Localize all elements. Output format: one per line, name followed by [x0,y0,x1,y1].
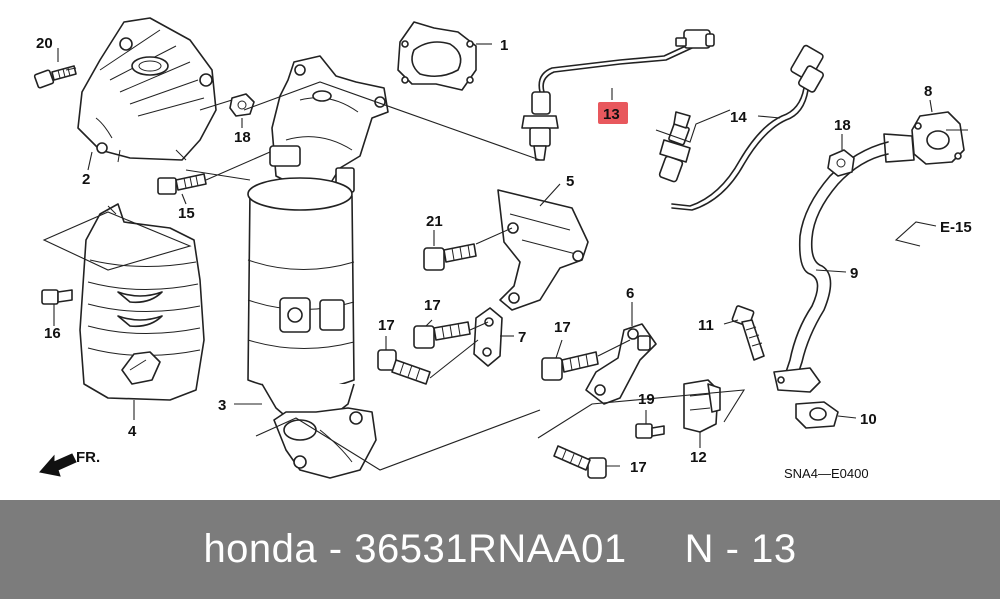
callout-18-a: 18 [234,129,251,146]
bolt-17c [541,351,599,381]
egr-pipe [773,111,965,429]
upper-heat-shield [77,17,217,163]
callout-1: 1 [500,37,508,54]
bracket-7 [473,307,503,367]
callout-9: 9 [850,265,858,282]
bolt-15 [157,173,207,195]
callout-18-b: 18 [834,117,851,134]
highlight-box [598,102,628,124]
nut-18a [229,93,255,117]
part-caption: honda - 36531RNAA01 N - 13 [203,527,797,571]
callout-14: 14 [730,109,747,126]
leader-lines [42,43,968,471]
bolt-17d [553,445,607,479]
front-arrow: FR. [39,449,100,477]
diagram-code: SNA4—E0400 [784,466,869,481]
callout-21: 21 [426,213,443,230]
catalytic-converter [247,55,389,479]
bolt-16 [41,289,73,305]
lower-heat-shield [79,203,205,401]
ref-label-e15: E-15 [940,219,972,236]
bolt-17a [413,321,471,349]
bolt-21 [423,243,477,271]
callout-15: 15 [178,205,195,222]
callout-17-a: 17 [424,297,441,314]
callout-20: 20 [36,35,53,52]
callout-13: 13 [603,106,620,123]
nut-18b [827,149,855,177]
oxygen-sensor-13 [521,29,715,161]
callout-12: 12 [690,449,707,466]
bracket-5 [497,189,589,311]
front-arrow-label: FR. [76,449,100,466]
bolt-19 [635,423,665,439]
bolt-11 [731,305,765,361]
callout-5: 5 [566,173,574,190]
callout-19: 19 [638,391,655,408]
callout-17-d: 17 [630,459,647,476]
callout-17-b: 17 [378,317,395,334]
callout-8: 8 [924,83,932,100]
parts-diagram: 1 2 3 4 5 6 7 8 9 10 11 12 13 14 15 16 1… [33,17,972,481]
footer-bar: honda - 36531RNAA01 N - 13 [0,500,1000,599]
callout-10: 10 [860,411,877,428]
callout-16: 16 [44,325,61,342]
callout-labels: 1 2 3 4 5 6 7 8 9 10 11 12 13 14 15 16 1… [36,35,972,476]
gasket-1 [397,21,477,91]
callout-11: 11 [698,317,714,334]
oxygen-sensor-14 [658,44,824,211]
connector-12 [683,379,721,433]
callout-17-c: 17 [554,319,571,336]
callout-4: 4 [128,423,137,440]
callout-2: 2 [82,171,90,188]
callout-7: 7 [518,329,526,346]
bolt-17b [377,349,431,385]
callout-3: 3 [218,397,226,414]
callout-6: 6 [626,285,634,302]
bracket-6 [585,323,657,405]
